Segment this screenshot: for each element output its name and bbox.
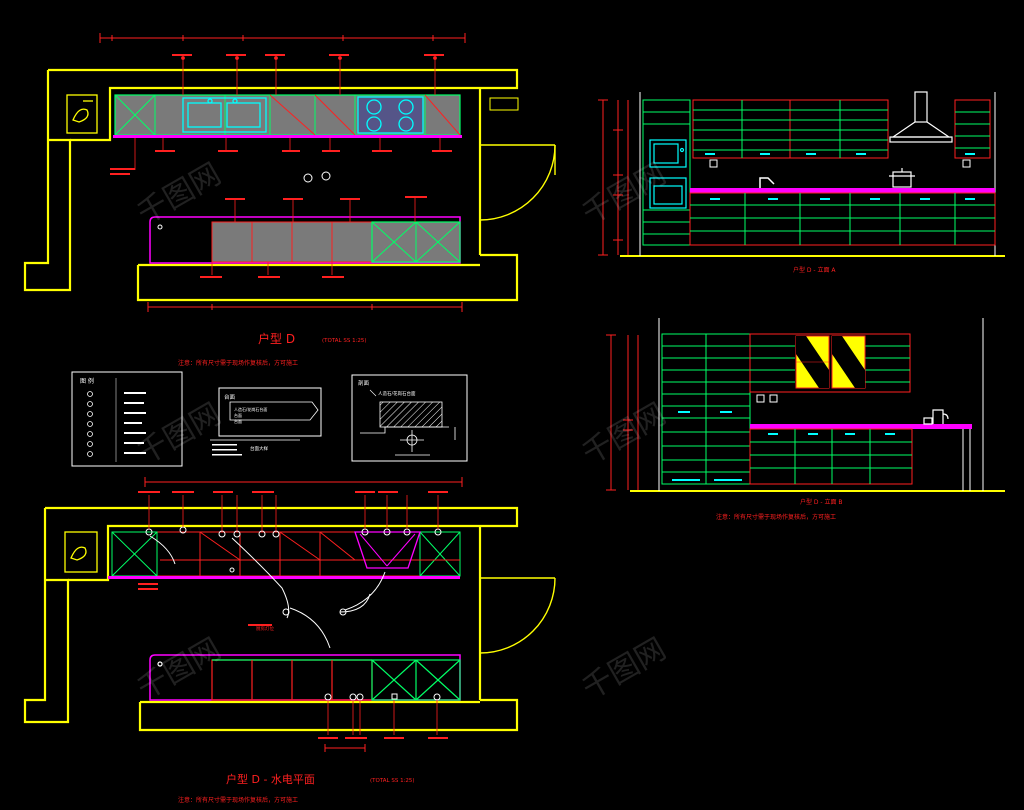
microwave-icon bbox=[649, 139, 687, 168]
we-callout-leaders-bottom bbox=[327, 700, 438, 735]
elev-a-lower-cabinets bbox=[689, 192, 996, 246]
elevation-b: 户型 D - 立面 B 注意：所有尺寸需于现场作复核后，方可施工 bbox=[606, 318, 1005, 521]
elev-b-upper-cabinets bbox=[749, 333, 911, 393]
we-outlet-symbols-bottom bbox=[324, 693, 441, 701]
legend-box: 图 例 bbox=[71, 371, 183, 467]
faucet-icon bbox=[759, 177, 775, 188]
top-dimension-line bbox=[99, 33, 466, 43]
section-detail-box: 剖面 人造石/花岗石台面 bbox=[351, 374, 468, 462]
boiler-icon bbox=[66, 94, 98, 134]
elev-b-tall-cabinet bbox=[661, 333, 751, 485]
legend-title: 图 例 bbox=[80, 377, 94, 385]
section-outlet-icon bbox=[395, 430, 430, 456]
watermark-logo-icon: 千图网 bbox=[577, 632, 672, 707]
callout-leaders-upper bbox=[134, 56, 441, 275]
plan-kitchen-title: 户型 D bbox=[258, 331, 295, 346]
elev-b-note: 注意：所有尺寸需于现场作复核后，方可施工 bbox=[716, 513, 836, 521]
shelf-icon bbox=[489, 97, 519, 111]
elev-b-outlets bbox=[756, 394, 778, 403]
plan-kitchen-scale: (TOTAL SS 1:25) bbox=[322, 338, 367, 344]
glass-door-icon bbox=[795, 335, 866, 389]
we-plan-note: 注意：所有尺寸需于现场作复核后，方可施工 bbox=[178, 796, 298, 804]
we-upper-cabinet bbox=[108, 531, 461, 579]
elevation-a: 户型 D - 立面 A bbox=[598, 91, 1005, 274]
watermark-logo-icon: 千图网 bbox=[577, 397, 672, 472]
elev-a-countertop bbox=[690, 188, 995, 193]
we-walls bbox=[23, 506, 519, 732]
elev-a-upper-cabinets bbox=[692, 99, 991, 159]
plan-kitchen: 户型 D (TOTAL SS 1:25) 注意：所有尺寸需于现场作复核后，方可施… bbox=[23, 33, 556, 367]
kettle-icon bbox=[923, 409, 949, 425]
counter-detail-subtitle: 台面大样 bbox=[250, 445, 268, 452]
counter-detail-text-marks bbox=[212, 444, 242, 456]
legend-text-marks bbox=[124, 392, 146, 454]
section-hatch bbox=[379, 401, 443, 428]
callout-text-marks bbox=[110, 54, 452, 278]
plan-water-electric: 厨房灯位 bbox=[23, 477, 556, 804]
we-lower-cabinet bbox=[149, 654, 461, 701]
lower-cabinet-run bbox=[149, 216, 461, 264]
we-center-label: 厨房灯位 bbox=[256, 625, 274, 632]
counter-detail-line-3: 台面 bbox=[234, 418, 242, 424]
elev-b-title: 户型 D - 立面 B bbox=[800, 498, 843, 506]
sink-icon bbox=[182, 97, 267, 133]
elev-a-tall-cabinet bbox=[642, 99, 691, 246]
elev-b-lower-cabinets bbox=[749, 428, 913, 485]
section-detail-title: 剖面 bbox=[358, 379, 370, 387]
watermark-text: 千图网 bbox=[132, 632, 227, 707]
we-door-swing bbox=[479, 577, 556, 654]
oven-icon bbox=[649, 177, 687, 209]
watermark-text: 千图网 bbox=[132, 397, 227, 472]
we-boiler-icon bbox=[64, 531, 98, 573]
watermark-text: 千图网 bbox=[577, 632, 672, 707]
counter-detail-box: 台面 人造石/花岗石台面 台面 台面 台面大样 bbox=[210, 387, 322, 456]
counter-detail-line-1: 人造石/花岗石台面 bbox=[234, 406, 267, 412]
elev-b-dimensions bbox=[606, 334, 639, 491]
watermark-logo-icon: 千图网 bbox=[577, 157, 672, 232]
range-hood-icon bbox=[889, 91, 953, 143]
we-plan-scale: (TOTAL SS 1:25) bbox=[370, 778, 415, 784]
bottom-dimension-line bbox=[147, 302, 463, 312]
we-callout-text-top bbox=[138, 491, 448, 626]
we-top-dimension-line bbox=[144, 477, 463, 487]
door-swing bbox=[479, 144, 556, 221]
elev-b-table-legs bbox=[962, 429, 971, 491]
elev-a-title: 户型 D - 立面 A bbox=[793, 266, 836, 274]
elev-a-dimensions bbox=[598, 99, 629, 256]
watermark-text: 千图网 bbox=[132, 157, 227, 232]
watermark-text: 千图网 bbox=[577, 157, 672, 232]
pot-icon bbox=[889, 168, 915, 188]
watermark-logo-icon: 千图网 bbox=[132, 157, 227, 232]
counter-detail-title: 台面 bbox=[224, 393, 236, 401]
watermark-logo-icon: 千图网 bbox=[132, 397, 227, 472]
cooktop-icon bbox=[357, 96, 424, 134]
we-callout-leaders-top bbox=[148, 495, 439, 531]
walls bbox=[23, 68, 519, 302]
elev-b-countertop bbox=[750, 424, 972, 429]
we-plan-title: 户型 D - 水电平面 bbox=[226, 772, 315, 786]
we-bottom-dimension-line bbox=[324, 744, 366, 752]
socket-symbols bbox=[303, 171, 331, 183]
watermark-text: 千图网 bbox=[577, 397, 672, 472]
ceiling-light-icon bbox=[229, 567, 347, 616]
counter-detail-line-2: 台面 bbox=[234, 412, 242, 418]
watermark-logo-icon: 千图网 bbox=[132, 632, 227, 707]
we-callout-text-bottom bbox=[318, 737, 448, 739]
plan-kitchen-note: 注意：所有尺寸需于现场作复核后，方可施工 bbox=[178, 359, 298, 367]
elev-a-outlets bbox=[709, 159, 971, 168]
section-detail-label: 人造石/花岗石台面 bbox=[378, 390, 416, 397]
legend-symbols bbox=[87, 391, 93, 457]
